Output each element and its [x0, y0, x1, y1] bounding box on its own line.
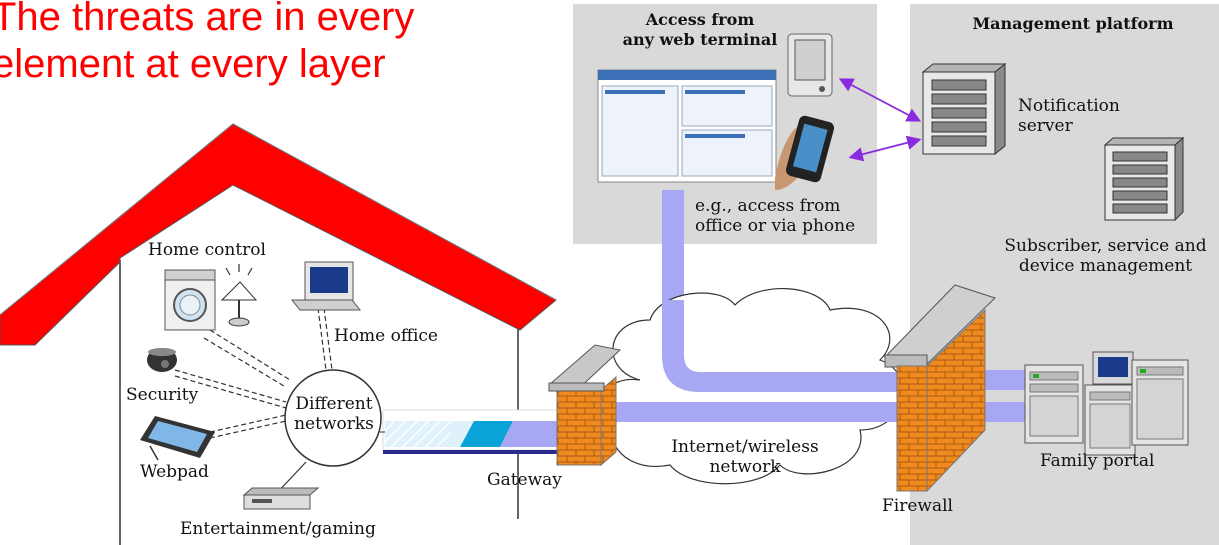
slide-title-line1: The threats are in every	[0, 0, 415, 39]
home-computer-icon	[290, 261, 362, 311]
access-panel-heading: Access from any web terminal	[622, 10, 778, 49]
web-terminal-screenshot	[597, 69, 777, 183]
washing-machine-icon	[164, 269, 216, 331]
webpad-icon	[140, 416, 215, 461]
internet-label: Internet/wireless network	[671, 437, 819, 477]
entertainment-console-icon	[242, 487, 320, 510]
slide-title-line2: element at every layer	[0, 42, 386, 86]
house-roof	[0, 123, 557, 346]
smartphone-icon	[775, 115, 835, 190]
security-camera-icon	[147, 348, 177, 372]
handheld-terminal-icon	[787, 33, 833, 97]
main-firewall	[884, 284, 996, 493]
notification-server-icon	[921, 62, 1007, 156]
security-label: Security	[126, 385, 199, 405]
home-office-label: Home office	[334, 326, 438, 346]
subscriber-server-icon	[1103, 136, 1185, 222]
home-control-label: Home control	[148, 240, 266, 260]
subscriber-management-label: Subscriber, service and device managemen…	[1004, 236, 1207, 276]
webpad-label: Webpad	[140, 462, 209, 482]
hub-label: Different networks	[294, 394, 374, 434]
gateway-firewall	[547, 344, 622, 467]
gateway-link	[382, 409, 564, 454]
different-networks-hub	[284, 369, 382, 467]
management-panel-heading: Management platform	[972, 14, 1174, 33]
slide-title: The threats are in every element at ever…	[0, 0, 414, 88]
device-links	[174, 307, 333, 439]
lamp-icon	[220, 264, 258, 327]
family-portal-servers-icon	[1024, 351, 1189, 456]
firewall-label: Firewall	[882, 496, 953, 516]
access-panel-caption: e.g., access from office or via phone	[695, 196, 856, 236]
gateway-label: Gateway	[487, 470, 562, 490]
notification-arrows	[838, 78, 922, 162]
family-portal-label: Family portal	[1040, 451, 1155, 471]
entertainment-label: Entertainment/gaming	[180, 519, 376, 539]
notification-server-label: Notification server	[1018, 96, 1120, 136]
